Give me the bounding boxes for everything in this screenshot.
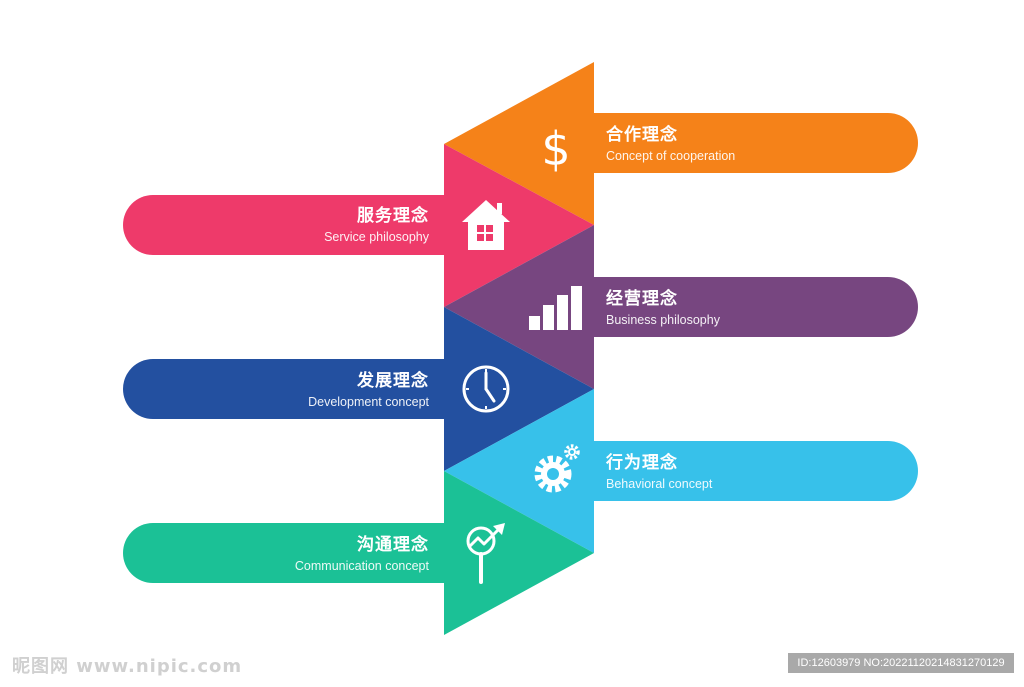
triangle-development bbox=[444, 307, 594, 471]
triangle-cooperation bbox=[444, 62, 594, 225]
title-cooperation: 合作理念 bbox=[606, 125, 678, 145]
title-behavioral: 行为理念 bbox=[606, 453, 678, 473]
house-icon bbox=[462, 200, 510, 250]
bar-cooperation bbox=[548, 113, 918, 173]
label-behavioral: 行为理念 Behavioral concept bbox=[606, 455, 712, 491]
watermark-id: ID:12603979 NO:20221120214831270129 bbox=[788, 653, 1014, 673]
watermark-site: 昵图网 www.nipic.com bbox=[12, 656, 243, 677]
subtitle-service: Service philosophy bbox=[324, 230, 429, 244]
triangle-service bbox=[444, 144, 594, 307]
label-development: 发展理念 Development concept bbox=[308, 373, 429, 409]
bar-service bbox=[123, 195, 493, 255]
subtitle-cooperation: Concept of cooperation bbox=[606, 149, 736, 163]
subtitle-behavioral: Behavioral concept bbox=[606, 477, 713, 491]
label-cooperation: 合作理念 Concept of cooperation bbox=[606, 127, 735, 163]
title-service: 服务理念 bbox=[357, 206, 429, 226]
label-business: 经营理念 Business philosophy bbox=[606, 291, 720, 327]
subtitle-communication: Communication concept bbox=[294, 559, 429, 573]
bar-behavioral bbox=[548, 441, 918, 501]
clock-icon bbox=[462, 365, 510, 413]
subtitle-business: Business philosophy bbox=[606, 313, 720, 327]
magnifier-trend-icon bbox=[466, 523, 505, 584]
bar-development bbox=[123, 359, 493, 419]
label-service: 服务理念 Service philosophy bbox=[324, 208, 429, 244]
title-development: 发展理念 bbox=[357, 371, 429, 391]
triangle-business bbox=[444, 225, 594, 389]
title-communication: 沟通理念 bbox=[357, 535, 429, 555]
bar-communication bbox=[123, 523, 493, 583]
triangle-communication bbox=[444, 471, 594, 635]
dollar-icon: $ bbox=[541, 122, 570, 176]
label-communication: 沟通理念 Communication concept bbox=[295, 537, 429, 573]
triangle-behavioral bbox=[444, 389, 594, 553]
subtitle-development: Development concept bbox=[308, 395, 429, 409]
title-business: 经营理念 bbox=[606, 289, 678, 309]
gears-icon bbox=[534, 444, 580, 493]
bar-chart-icon bbox=[529, 286, 582, 330]
bar-business bbox=[548, 277, 918, 337]
